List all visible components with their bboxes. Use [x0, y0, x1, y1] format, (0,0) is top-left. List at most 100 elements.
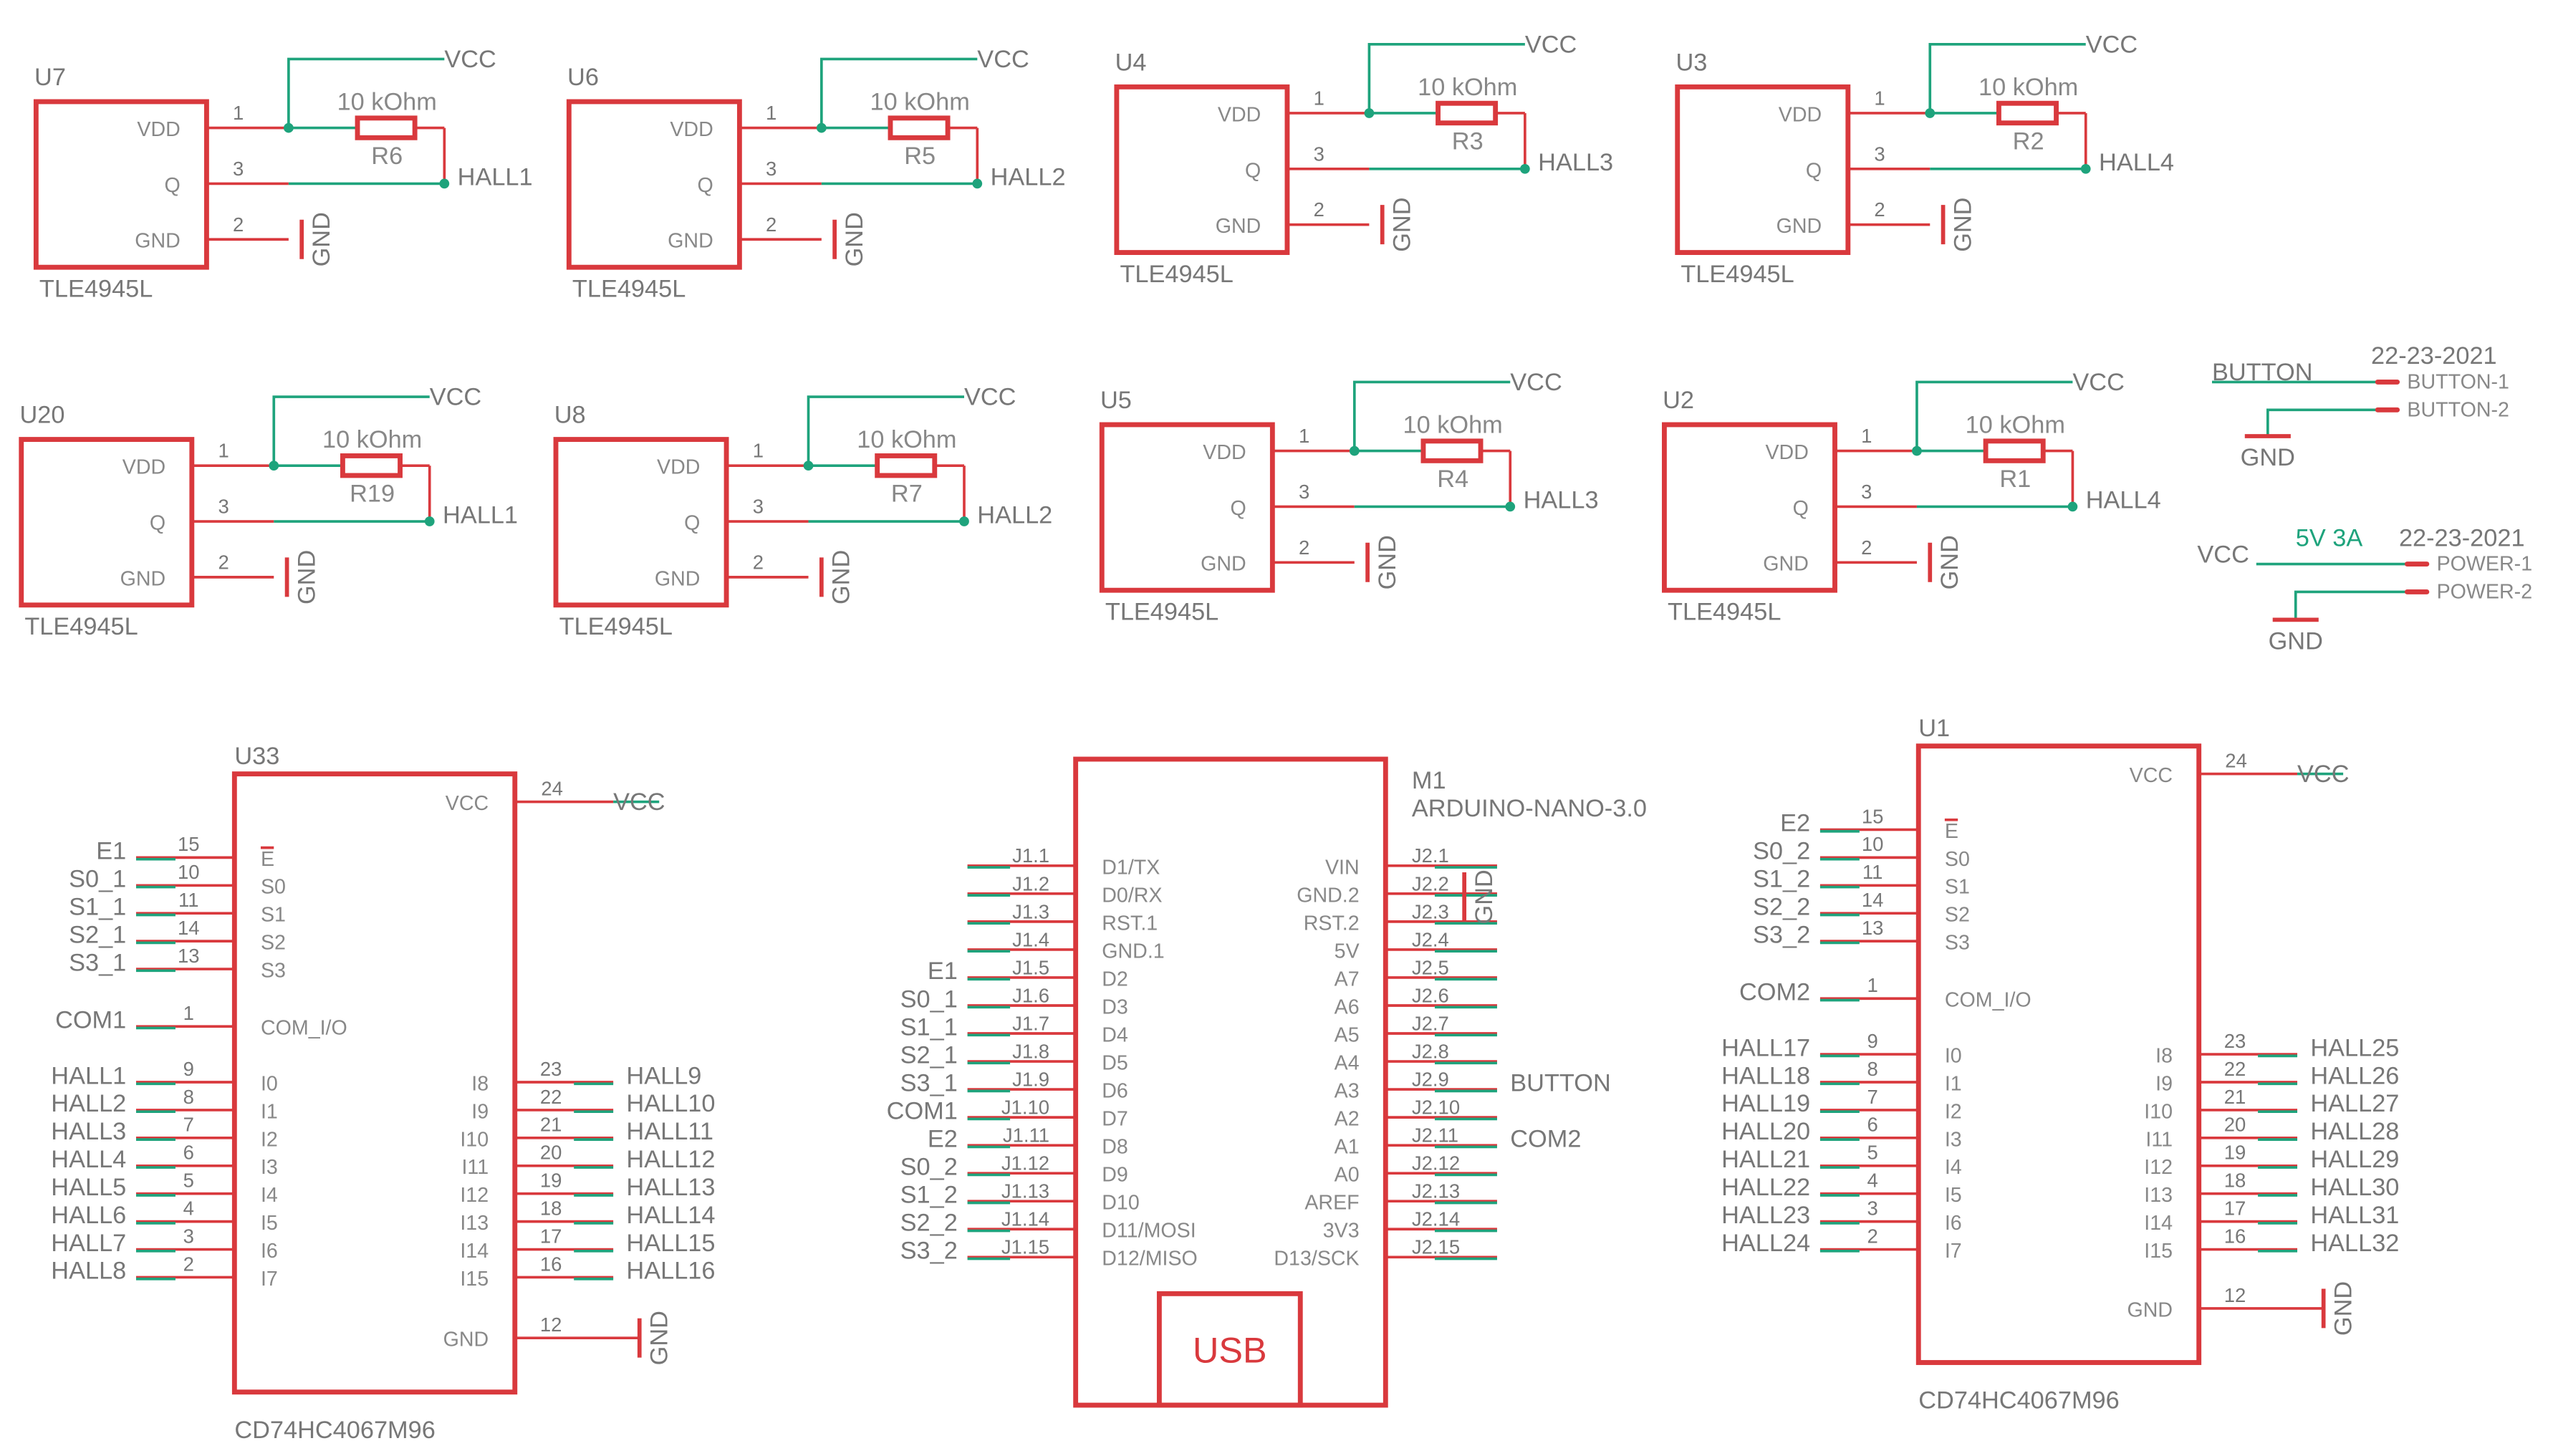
- resistor-value: 10 kOhm: [857, 426, 956, 453]
- pin-q-label: Q: [1245, 159, 1261, 182]
- pin-2-number: 2: [753, 551, 764, 573]
- pin-number: J1.10: [1001, 1096, 1049, 1119]
- pin-number: 2: [183, 1253, 194, 1275]
- left-net-label: S1_2: [1753, 866, 1810, 893]
- pin-gnd-number: 12: [2224, 1284, 2246, 1306]
- output-net-label: HALL1: [458, 164, 533, 191]
- pin-name-label: D10: [1102, 1192, 1139, 1215]
- vcc-label: VCC: [1525, 31, 1577, 58]
- pin-number: 14: [178, 917, 200, 939]
- pin-number: J2.7: [1412, 1012, 1449, 1034]
- pin-vdd-label: VDD: [1203, 441, 1246, 464]
- pin-number: J1.12: [1001, 1152, 1049, 1175]
- pin-number: 7: [1867, 1086, 1878, 1108]
- pin-vcc-number: 24: [2225, 749, 2247, 771]
- right-net-label: BUTTON: [1510, 1069, 1610, 1096]
- left-net-label: S3_2: [900, 1238, 958, 1265]
- left-net-label: HALL19: [1721, 1090, 1810, 1117]
- left-net-label: S0_2: [1753, 838, 1810, 865]
- resistor-value: 10 kOhm: [870, 88, 970, 115]
- pin-1-number: 1: [233, 102, 244, 124]
- vcc-wire: [1915, 380, 2073, 451]
- pin-number: 19: [2224, 1142, 2246, 1164]
- resistor-value: 10 kOhm: [1978, 74, 2078, 101]
- pin-name-label: I15: [2144, 1240, 2173, 1263]
- pin-gnd-label: GND: [655, 567, 701, 590]
- output-net-label: HALL3: [1538, 149, 1613, 176]
- pin-name-label: I2: [1945, 1100, 1962, 1123]
- pin-number: J2.14: [1412, 1208, 1460, 1230]
- left-net-label: HALL17: [1721, 1034, 1810, 1061]
- sensor-ref: U3: [1675, 49, 1707, 76]
- left-net-label: E2: [1780, 810, 1810, 837]
- left-net-label: HALL6: [51, 1202, 126, 1229]
- pin-number: J1.4: [1012, 928, 1049, 950]
- power-spec: 5V 3A: [2296, 524, 2363, 551]
- resistor-ref: R4: [1437, 466, 1468, 493]
- pin-number: 13: [178, 945, 200, 967]
- right-net-label: COM2: [1510, 1125, 1581, 1152]
- pin-q-label: Q: [165, 174, 181, 197]
- sensor-ref: U4: [1115, 49, 1147, 76]
- vcc-wire: [272, 395, 430, 466]
- pin-name-label: S3: [261, 959, 286, 982]
- resistor-value: 10 kOhm: [337, 88, 437, 115]
- right-net-label: HALL10: [626, 1090, 715, 1117]
- pin-number: 10: [1862, 833, 1884, 855]
- resistor-ref: R3: [1452, 127, 1484, 155]
- pin-number: 1: [183, 1002, 194, 1024]
- pin-vdd-label: VDD: [1765, 441, 1808, 464]
- pin-number: J2.9: [1412, 1069, 1449, 1091]
- left-net-label: HALL24: [1721, 1230, 1810, 1257]
- output-net-label: HALL2: [977, 501, 1052, 529]
- pin-name-label: S2: [261, 932, 286, 955]
- pin-name-label: E: [261, 848, 274, 871]
- button-date: 22-23-2021: [2371, 342, 2497, 370]
- sensor-ref: U2: [1663, 387, 1694, 414]
- resistor-ref: R1: [1999, 466, 2031, 493]
- sensor-ref: U7: [34, 64, 66, 91]
- pin-q-label: Q: [1806, 159, 1822, 182]
- sensor-part: TLE4945L: [1681, 261, 1794, 288]
- pin-number: J1.7: [1012, 1012, 1049, 1034]
- pin-name-label: I1: [1945, 1072, 1962, 1095]
- pin-number: J2.11: [1412, 1124, 1458, 1147]
- pin-number: J1.9: [1012, 1069, 1049, 1091]
- pin-name-label: D1/TX: [1102, 856, 1160, 879]
- pin-name-label: I10: [460, 1128, 489, 1151]
- left-net-label: HALL7: [51, 1230, 126, 1257]
- pin-number: 16: [2224, 1225, 2246, 1247]
- pin-number: J2.12: [1412, 1152, 1460, 1175]
- pin-3-number: 3: [1874, 143, 1885, 165]
- sensor-ground-label: GND: [828, 550, 855, 604]
- output-net-label: HALL3: [1524, 487, 1599, 514]
- junction-dot: [959, 516, 969, 526]
- pin-2-number: 2: [1299, 536, 1309, 559]
- pin-name-label: A1: [1335, 1136, 1360, 1159]
- sensor-part: TLE4945L: [1105, 598, 1218, 625]
- mux-part: CD74HC4067M96: [234, 1417, 435, 1444]
- vcc-net-label: VCC: [2297, 761, 2349, 788]
- left-net-label: S3_2: [1753, 921, 1810, 948]
- left-net-label: HALL21: [1721, 1146, 1810, 1173]
- pin-number: J1.8: [1012, 1040, 1049, 1062]
- pin-name-label: I0: [1945, 1045, 1962, 1068]
- pin-number: 4: [183, 1197, 194, 1219]
- pin-name-label: COM_I/O: [1945, 989, 2032, 1012]
- pin-name-label: I12: [2144, 1156, 2173, 1179]
- right-net-label: HALL30: [2310, 1174, 2399, 1201]
- pin-name-label: 5V: [1335, 940, 1360, 963]
- pin-name-label: S1: [261, 904, 286, 927]
- vcc-label: VCC: [2086, 31, 2138, 58]
- pin-number: 6: [1867, 1114, 1878, 1136]
- arduino-part: ARDUINO-NANO-3.0: [1412, 795, 1647, 822]
- pin-q-label: Q: [684, 511, 700, 534]
- resistor-ref: R19: [350, 481, 395, 508]
- pin-name-label: A7: [1335, 968, 1360, 990]
- pin-1-number: 1: [218, 440, 229, 462]
- left-net-label: HALL2: [51, 1090, 126, 1117]
